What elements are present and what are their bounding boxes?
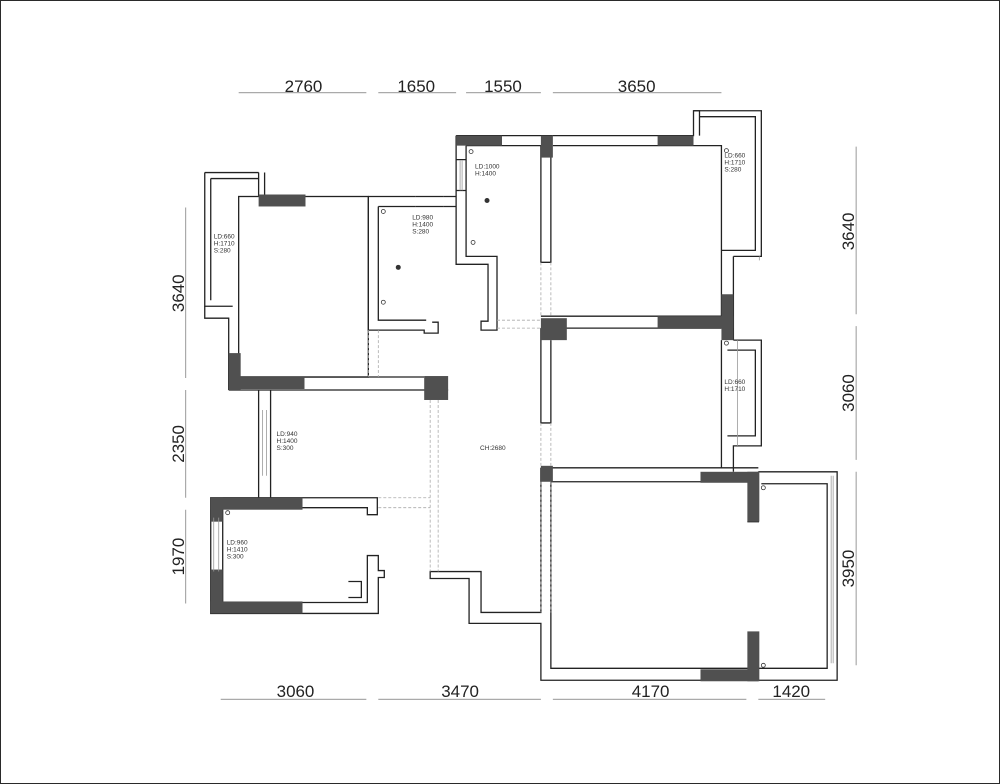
fixture-marker xyxy=(724,148,729,154)
bottom-dim-3: 4170 xyxy=(632,682,670,701)
svg-text:S:280: S:280 xyxy=(412,228,429,235)
svg-text:S:300: S:300 xyxy=(227,554,244,561)
fixture-marker xyxy=(225,510,231,516)
right-dim-1: 3640 xyxy=(839,213,858,251)
bottom-dimensions: 3060 3470 4170 1420 xyxy=(277,682,810,701)
dimension-lines xyxy=(185,92,857,700)
fixture-marker xyxy=(724,340,729,346)
svg-text:LD:960: LD:960 xyxy=(227,540,248,547)
svg-text:H:1710: H:1710 xyxy=(724,160,745,167)
left-dim-2: 2350 xyxy=(169,425,188,463)
svg-text:S:300: S:300 xyxy=(277,445,294,452)
svg-text:H:1400: H:1400 xyxy=(277,438,298,445)
fixtures xyxy=(225,148,766,668)
fixture-marker xyxy=(470,239,476,245)
fixture-marker xyxy=(380,209,386,214)
openings xyxy=(367,262,552,613)
right-dim-2: 3060 xyxy=(839,374,858,412)
ceiling-height-label: CH:2680 xyxy=(480,445,506,452)
right-dim-3: 3950 xyxy=(839,550,858,588)
top-dim-4: 3650 xyxy=(618,77,656,96)
bottom-dim-2: 3470 xyxy=(441,682,479,701)
fixture-marker xyxy=(760,485,766,491)
drain-icon xyxy=(484,197,490,203)
svg-text:H:1710: H:1710 xyxy=(214,240,235,247)
right-dimensions: 3640 3060 3950 xyxy=(839,213,858,588)
svg-text:LD:660: LD:660 xyxy=(724,153,745,160)
fixture-marker xyxy=(468,149,474,155)
svg-text:LD:980: LD:980 xyxy=(412,214,433,221)
drain-icon xyxy=(395,264,401,270)
window-note-bedroom-left: LD:660 H:1710 S:280 xyxy=(214,233,235,254)
window-note-kitchen: LD:960 H:1410 S:300 xyxy=(227,540,248,561)
window-note-bathroom2: LD:1000 H:1400 xyxy=(475,164,500,178)
svg-text:LD:660: LD:660 xyxy=(724,379,745,386)
bottom-dim-1: 3060 xyxy=(277,682,315,701)
fixture-marker xyxy=(380,299,386,305)
svg-text:S:280: S:280 xyxy=(724,167,741,174)
svg-text:LD:1000: LD:1000 xyxy=(475,164,500,171)
svg-text:LD:660: LD:660 xyxy=(214,233,235,240)
top-dim-2: 1650 xyxy=(397,77,435,96)
top-dimensions: 2760 1650 1550 3650 xyxy=(285,77,656,96)
bottom-dim-4: 1420 xyxy=(772,682,810,701)
svg-text:H:1710: H:1710 xyxy=(724,386,745,393)
top-dim-1: 2760 xyxy=(285,77,323,96)
solid-wall-segments xyxy=(210,135,760,682)
window-note-bedroom-top-right: LD:660 H:1710 S:280 xyxy=(724,153,745,174)
svg-text:S:280: S:280 xyxy=(214,247,231,254)
svg-text:H:1410: H:1410 xyxy=(227,547,248,554)
top-dim-3: 1550 xyxy=(484,77,522,96)
fixture-marker xyxy=(760,662,766,668)
window-note-hall: LD:940 H:1400 S:300 xyxy=(277,431,298,452)
svg-text:H:1400: H:1400 xyxy=(475,171,496,178)
left-dim-1: 3640 xyxy=(169,274,188,312)
left-dim-3: 1970 xyxy=(169,538,188,576)
svg-text:LD:940: LD:940 xyxy=(277,431,298,438)
windows xyxy=(213,160,834,664)
left-dimensions: 3640 2350 1970 xyxy=(169,274,188,575)
window-note-middle-room: LD:660 H:1710 xyxy=(724,379,745,393)
window-note-bathroom: LD:980 H:1400 S:280 xyxy=(412,214,433,235)
svg-text:H:1400: H:1400 xyxy=(412,221,433,228)
